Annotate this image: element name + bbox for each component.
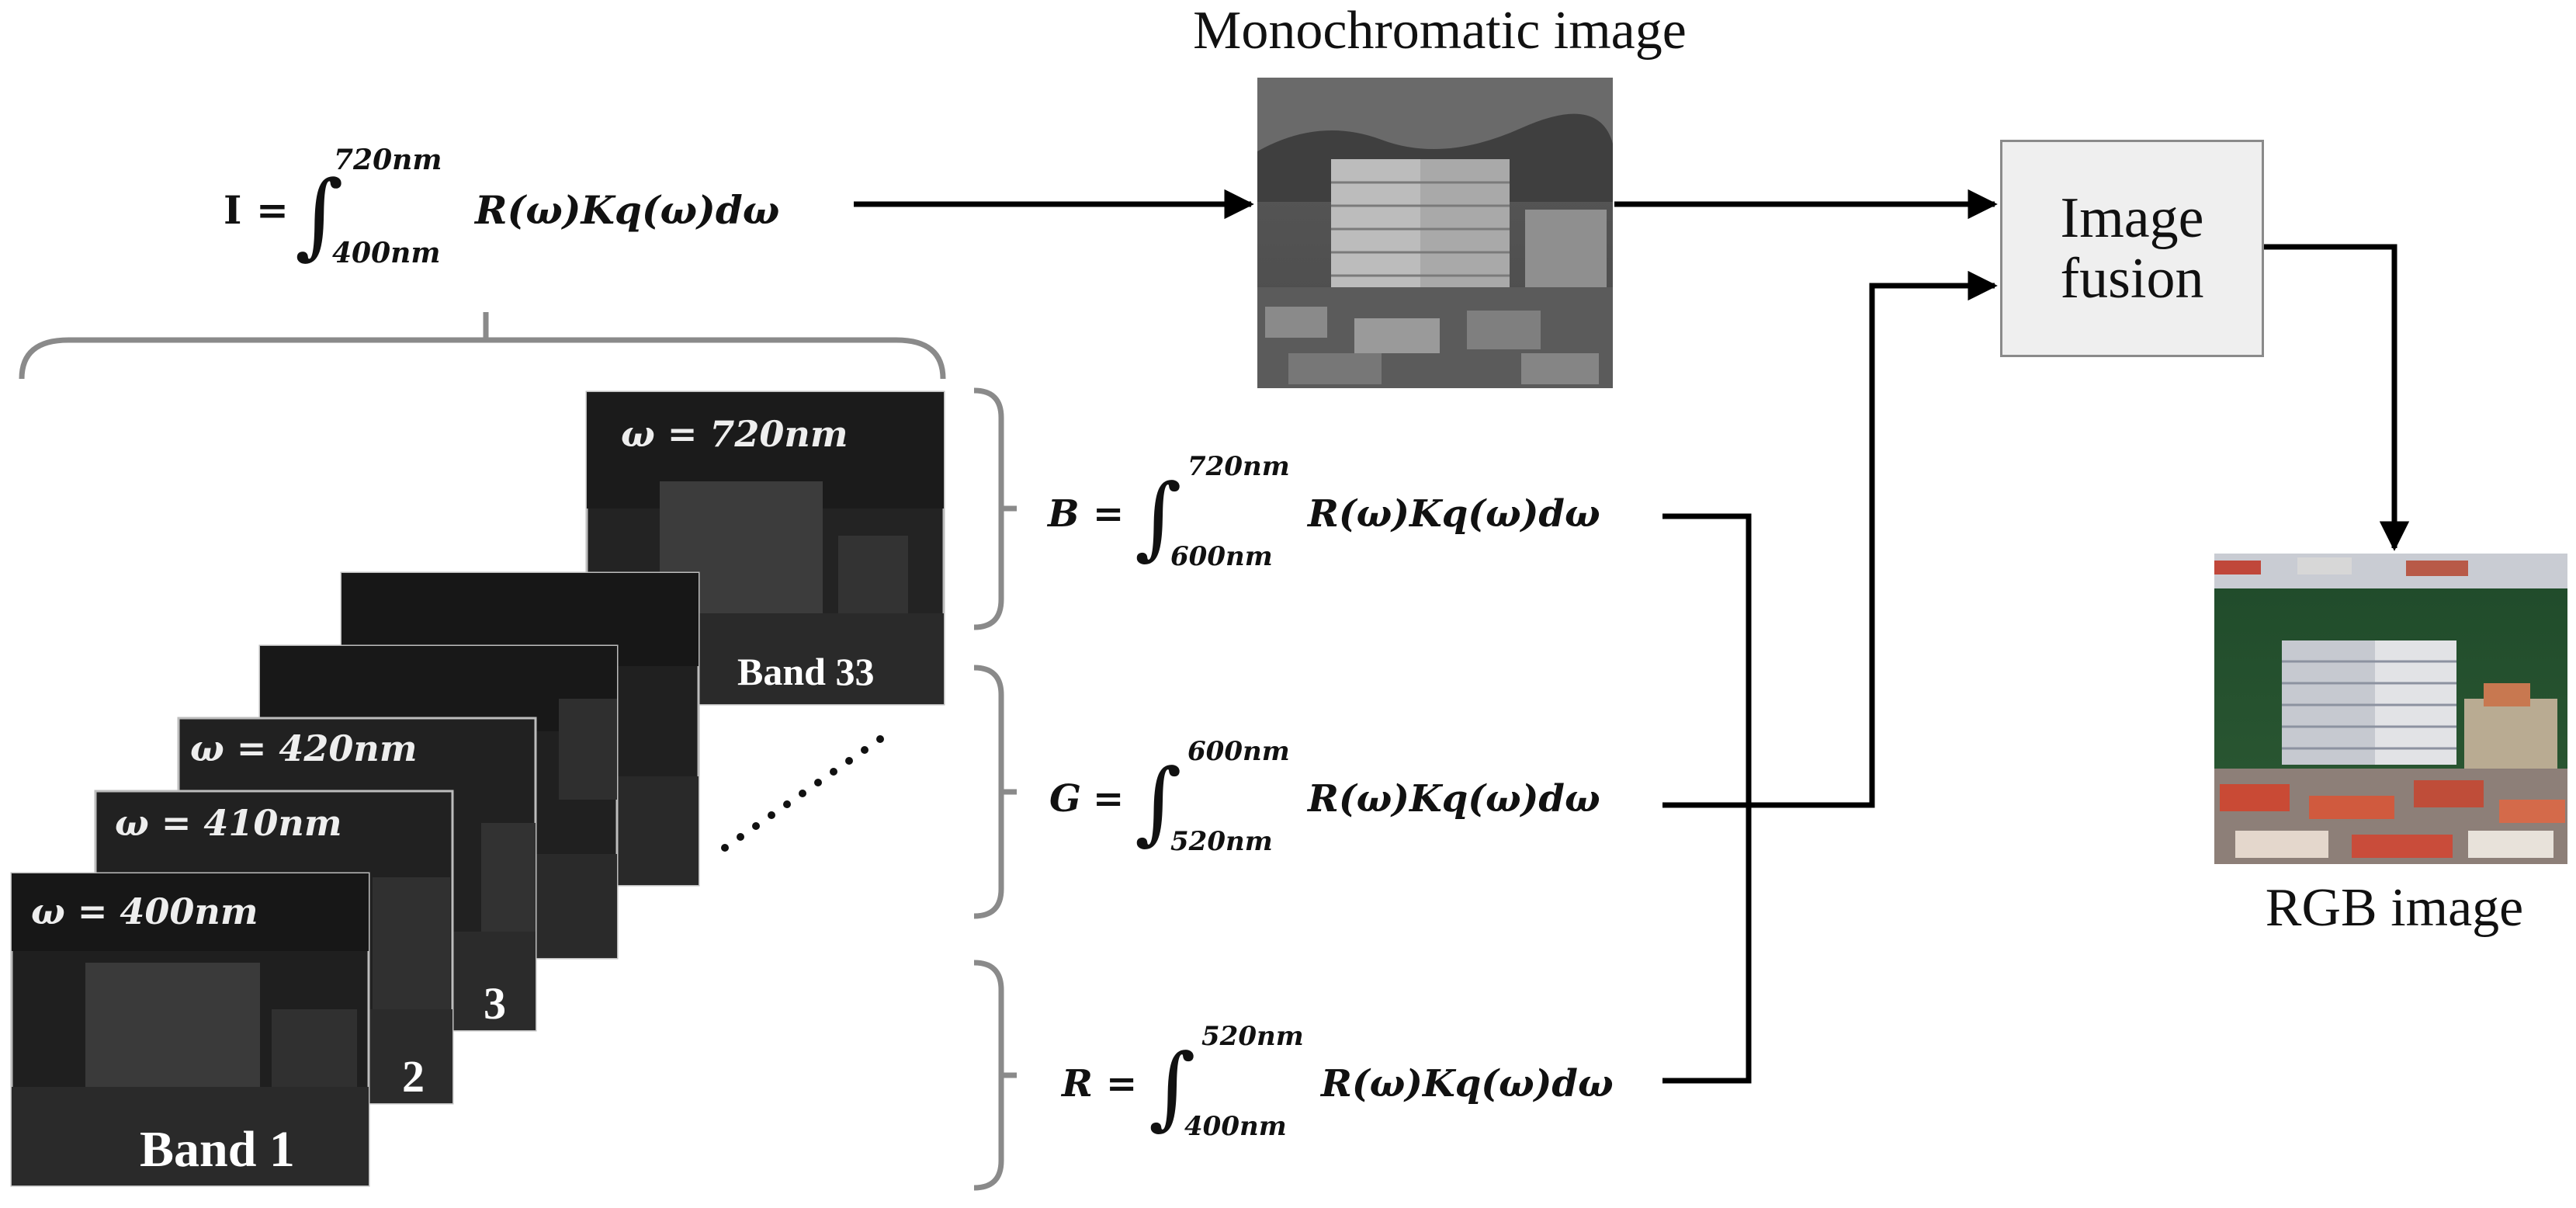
- svg-text:∫: ∫: [1135, 465, 1181, 570]
- band-33-label: Band 33: [737, 650, 874, 693]
- band-3-wavelength: ω = 420nm: [190, 727, 418, 769]
- rgb-image-label: RGB image: [2266, 878, 2523, 938]
- band-frame-1: [10, 872, 370, 1187]
- top-formula-lower-limit: 400nm: [332, 237, 440, 269]
- top-formula-lhs: I: [224, 187, 241, 233]
- bracket-b: [973, 387, 1004, 630]
- formula-g-integrand: R(ω)Kq(ω)dω: [1306, 777, 1600, 821]
- band-2-label: 2: [402, 1051, 425, 1102]
- formula-r-integrand: R(ω)Kq(ω)dω: [1319, 1062, 1614, 1106]
- formula-b-lower: 600nm: [1170, 541, 1273, 572]
- arrow-g-to-fusion: [1662, 270, 1998, 808]
- band-2-wavelength: ω = 410nm: [115, 802, 342, 844]
- band-ellipsis: [721, 735, 884, 852]
- band-frame-33: [585, 391, 945, 706]
- formula-g-lhs: G: [1049, 777, 1081, 821]
- band-stack: ω = 720nm Band 33 ω = 420nm 3 ω = 410nm …: [10, 391, 945, 1187]
- top-formula-equals: =: [256, 187, 289, 233]
- formula-b-lhs: B: [1046, 492, 1080, 536]
- svg-text:=: =: [1106, 1062, 1137, 1106]
- band-1-wavelength: ω = 400nm: [31, 890, 258, 932]
- monochromatic-image-label: Monochromatic image: [1193, 1, 1687, 61]
- formula-r: R = ∫ 520nm 400nm R(ω)Kq(ω)dω: [1060, 1021, 1614, 1142]
- top-formula-integrand: R(ω)Kq(ω)dω: [473, 187, 779, 233]
- band-33-wavelength: ω = 720nm: [621, 413, 848, 455]
- image-fusion-line1: Image: [2060, 186, 2204, 250]
- svg-text:=: =: [1093, 777, 1124, 821]
- svg-text:∫: ∫: [1149, 1035, 1195, 1140]
- br-join-line: [1662, 513, 1752, 1084]
- rgb-image: [2214, 554, 2567, 864]
- image-fusion-line2: fusion: [2060, 247, 2204, 311]
- formula-b-upper: 720nm: [1187, 451, 1290, 482]
- bracket-r: [973, 960, 1004, 1191]
- formula-g-upper: 600nm: [1187, 736, 1290, 767]
- band-1-label: Band 1: [140, 1121, 295, 1178]
- channel-brackets: [973, 387, 1017, 1191]
- band-3-label: 3: [484, 978, 506, 1029]
- formula-b-integrand: R(ω)Kq(ω)dω: [1306, 492, 1600, 536]
- formula-r-upper: 520nm: [1201, 1021, 1304, 1052]
- top-formula-integral-sign: ∫: [295, 161, 344, 269]
- formula-g: G = ∫ 600nm 520nm R(ω)Kq(ω)dω: [1049, 736, 1600, 857]
- svg-text:∫: ∫: [1135, 750, 1181, 855]
- band-group-brace: [19, 337, 946, 380]
- connectors: [854, 189, 2410, 1084]
- formula-r-lower: 400nm: [1184, 1111, 1287, 1142]
- image-fusion-box: Image fusion: [2000, 140, 2264, 357]
- svg-text:=: =: [1093, 492, 1124, 536]
- top-formula-upper-limit: 720nm: [334, 144, 442, 176]
- bracket-g: [973, 665, 1004, 919]
- monochromatic-image: [1257, 78, 1613, 388]
- top-formula: I = ∫ 720nm 400nm R(ω)Kq(ω)dω: [224, 144, 779, 269]
- formula-r-lhs: R: [1060, 1062, 1093, 1106]
- formula-g-lower: 520nm: [1170, 826, 1273, 857]
- arrow-fusion-to-rgb: [2262, 244, 2410, 551]
- formula-b: B = ∫ 720nm 600nm R(ω)Kq(ω)dω: [1046, 451, 1600, 572]
